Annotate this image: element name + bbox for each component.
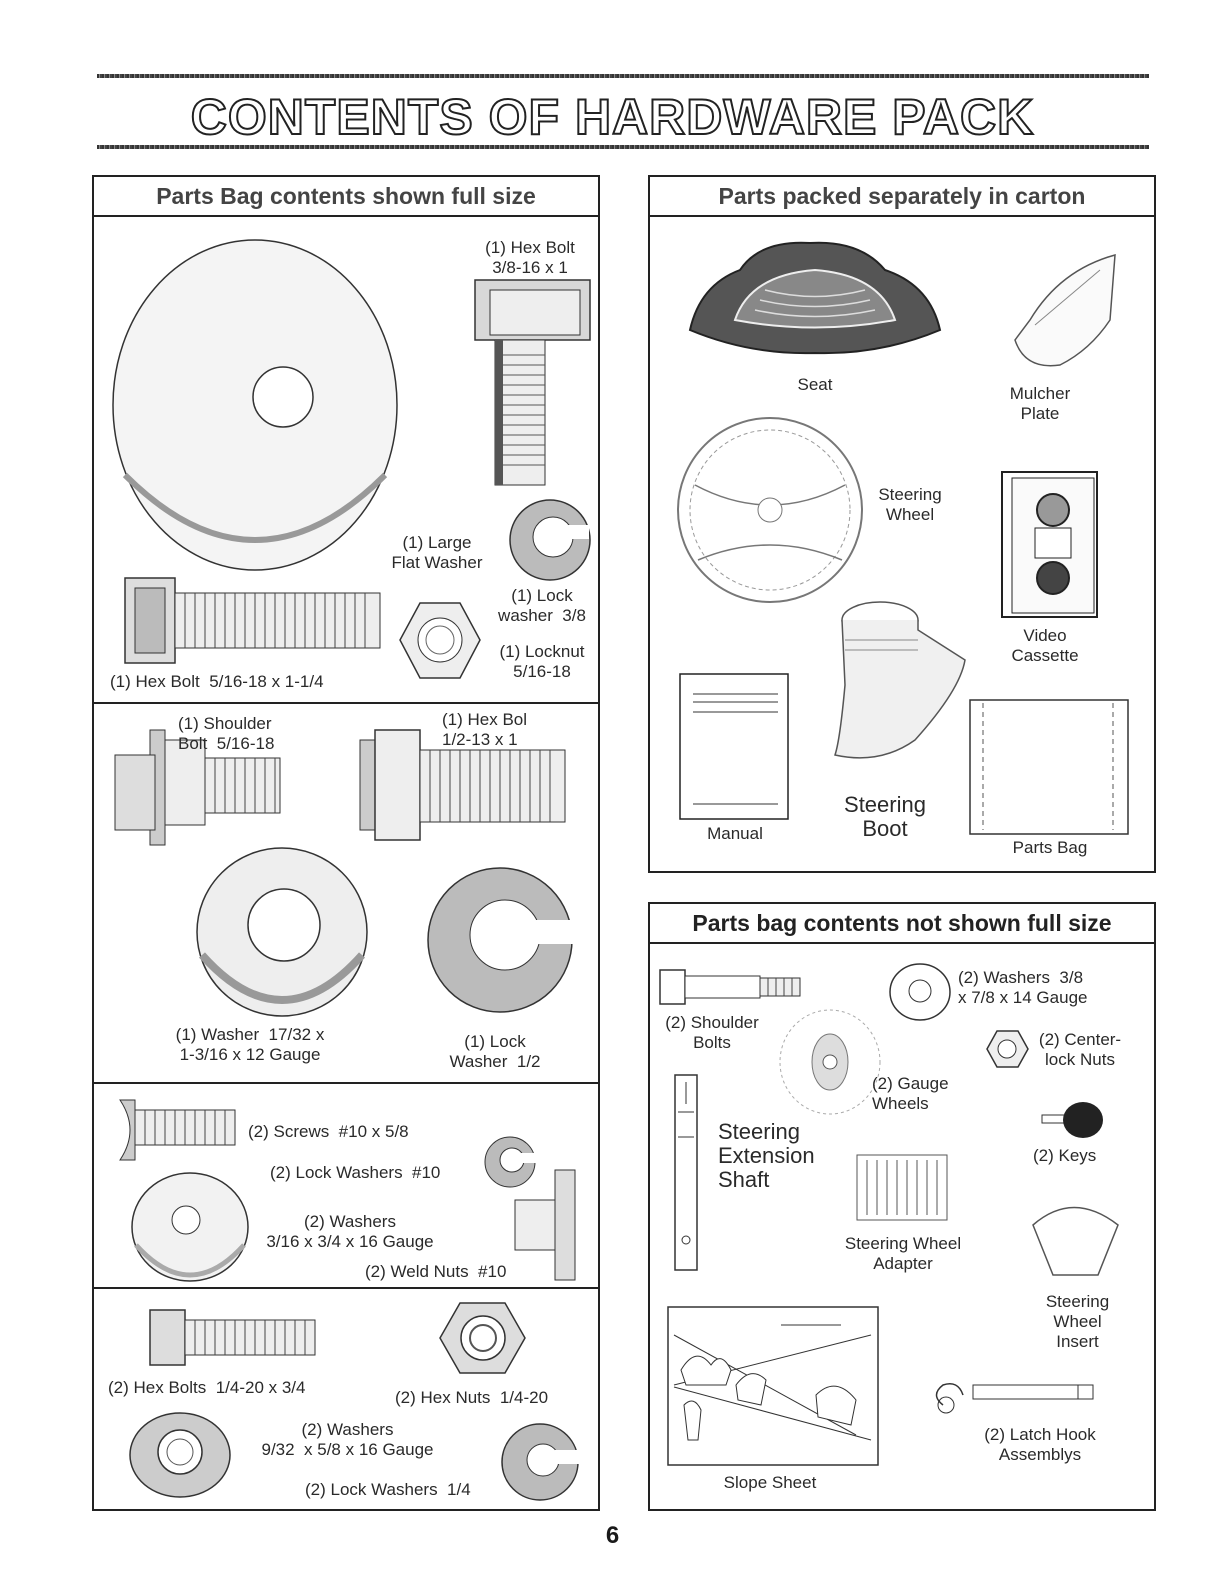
section-divider xyxy=(94,1082,598,1084)
manual-icon xyxy=(679,673,789,820)
large-flat-washer-icon xyxy=(112,239,398,571)
lock-washer-icon xyxy=(501,1423,579,1501)
hex-bolt-icon xyxy=(474,279,591,486)
washer-icon xyxy=(196,847,368,1017)
latch-hook-icon xyxy=(935,1383,1094,1414)
parts-packed-separately-panel: Parts packed separately in carton xyxy=(648,175,1156,873)
gauge-wheel-icon xyxy=(779,1009,881,1115)
label-screws-10: (2) Screws #10 x 5/8 xyxy=(248,1122,409,1141)
lock-washer-icon xyxy=(484,1136,536,1188)
label-lock-washer-3-8: (1) Lock washer 3/8 xyxy=(498,586,586,625)
label-washers-3-8: (2) Washers 3/8 x 7/8 x 14 Gauge xyxy=(958,968,1088,1007)
steering-extension-shaft-icon xyxy=(674,1074,698,1271)
label-steering-wheel: Steering Wheel xyxy=(878,485,942,524)
label-shoulder-bolt: (1) Shoulder Bolt 5/16-18 xyxy=(178,714,275,753)
panel-header: Parts bag contents not shown full size xyxy=(650,904,1154,944)
hex-bolt-icon xyxy=(359,729,566,841)
label-lock-washers-1-4: (2) Lock Washers 1/4 xyxy=(305,1480,471,1499)
slope-sheet-icon xyxy=(667,1306,879,1466)
panel-header: Parts packed separately in carton xyxy=(650,177,1154,217)
label-washer-17-32: (1) Washer 17/32 x 1-3/16 x 12 Gauge xyxy=(175,1025,325,1064)
steering-boot-icon xyxy=(834,601,966,759)
steering-wheel-insert-icon xyxy=(1032,1206,1119,1276)
panel-header: Parts Bag contents shown full size xyxy=(94,177,598,217)
label-parts-bag: Parts Bag xyxy=(1012,838,1088,857)
label-hex-bolts-1-4: (2) Hex Bolts 1/4-20 x 3/4 xyxy=(108,1378,306,1397)
hex-nut-icon xyxy=(439,1302,526,1374)
label-steering-wheel-insert: Steering Wheel Insert xyxy=(1045,1292,1110,1351)
key-icon xyxy=(1041,1102,1103,1138)
section-divider xyxy=(94,702,598,704)
label-centerlock-nuts: (2) Center- lock Nuts xyxy=(1038,1030,1122,1069)
page-number: 6 xyxy=(605,1522,620,1549)
label-seat: Seat xyxy=(797,375,833,394)
label-hex-bolt-3-8: (1) Hex Bolt 3/8-16 x 1 xyxy=(485,238,575,277)
top-rule xyxy=(97,74,1149,78)
shoulder-bolt-icon xyxy=(659,969,801,1005)
label-video-cassette: Video Cassette xyxy=(1011,626,1079,665)
label-slope-sheet: Slope Sheet xyxy=(723,1473,817,1492)
steering-wheel-adapter-icon xyxy=(856,1154,948,1221)
weld-nut-icon xyxy=(514,1169,576,1281)
mulcher-plate-icon xyxy=(1014,253,1116,367)
steering-wheel-icon xyxy=(677,417,863,603)
washer-icon xyxy=(129,1412,231,1498)
washer-icon xyxy=(889,963,951,1021)
hex-bolt-icon xyxy=(149,1309,316,1366)
label-gauge-wheels: (2) Gauge Wheels xyxy=(872,1074,949,1113)
label-steering-boot: Steering Boot xyxy=(844,792,926,841)
shoulder-bolt-icon xyxy=(114,729,281,846)
parts-bag-icon xyxy=(969,699,1129,835)
label-keys: (2) Keys xyxy=(1033,1146,1097,1165)
label-hex-nuts-1-4: (2) Hex Nuts 1/4-20 xyxy=(395,1388,549,1407)
screw-icon xyxy=(119,1099,236,1161)
label-lock-washers-10: (2) Lock Washers #10 xyxy=(270,1163,441,1182)
parts-bag-full-size-panel: Parts Bag contents shown full size xyxy=(92,175,600,1511)
label-latch-hook-assemblys: (2) Latch Hook Assemblys xyxy=(984,1425,1096,1464)
label-steering-extension-shaft: Steering Extension Shaft xyxy=(718,1119,815,1192)
label-washers-9-32: (2) Washers 9/32 x 5/8 x 16 Gauge xyxy=(261,1420,434,1459)
lock-washer-icon xyxy=(509,499,591,581)
label-weld-nuts-10: (2) Weld Nuts #10 xyxy=(365,1262,507,1281)
label-shoulder-bolts: (2) Shoulder Bolts xyxy=(665,1013,759,1052)
seat-icon xyxy=(688,241,942,355)
locknut-icon xyxy=(399,602,481,679)
parts-bag-not-full-size-panel: Parts bag contents not shown full size xyxy=(648,902,1156,1511)
label-washers-3-16: (2) Washers 3/16 x 3/4 x 16 Gauge xyxy=(266,1212,434,1251)
label-lock-washer-1-2: (1) Lock Washer 1/2 xyxy=(449,1032,541,1071)
video-cassette-icon xyxy=(1001,471,1098,618)
label-steering-wheel-adapter: Steering Wheel Adapter xyxy=(844,1234,962,1273)
hex-bolt-icon xyxy=(124,577,381,664)
label-hex-bolt-5-16: (1) Hex Bolt 5/16-18 x 1-1/4 xyxy=(110,672,324,691)
page-title: CONTENTS OF HARDWARE PACK xyxy=(190,88,1035,146)
label-hex-bolt-1-2: (1) Hex Bol 1/2-13 x 1 xyxy=(442,710,528,749)
washer-icon xyxy=(131,1172,249,1282)
label-large-flat-washer: (1) Large Flat Washer xyxy=(391,533,483,572)
lock-washer-icon xyxy=(427,867,575,1013)
title-underline xyxy=(97,145,1149,149)
section-divider xyxy=(94,1287,598,1289)
label-manual: Manual xyxy=(707,824,763,843)
centerlock-nut-icon xyxy=(986,1030,1029,1068)
label-mulcher-plate: Mulcher Plate xyxy=(1009,384,1071,423)
label-locknut: (1) Locknut 5/16-18 xyxy=(499,642,585,681)
